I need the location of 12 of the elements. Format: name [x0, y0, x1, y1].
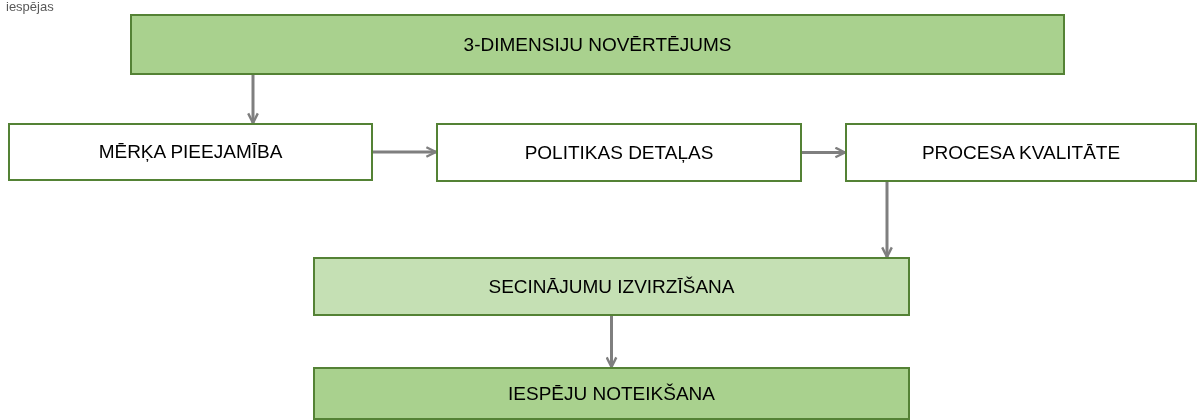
process-box: MĒRĶA PIEEJAMĪBA	[8, 123, 373, 181]
arrow	[247, 75, 259, 125]
arrow	[881, 182, 893, 259]
process-box: IESPĒJU NOTEIKŠANA	[313, 367, 910, 420]
process-box: 3-DIMENSIJU NOVĒRTĒJUMS	[130, 14, 1065, 75]
arrow	[605, 316, 618, 369]
process-box: POLITIKAS DETAĻAS	[436, 123, 802, 182]
text-fragment: iespējas	[6, 0, 54, 14]
arrow	[373, 146, 438, 158]
arrow	[802, 146, 847, 159]
process-box: SECINĀJUMU IZVIRZĪŠANA	[313, 257, 910, 316]
process-box: PROCESA KVALITĀTE	[845, 123, 1197, 182]
